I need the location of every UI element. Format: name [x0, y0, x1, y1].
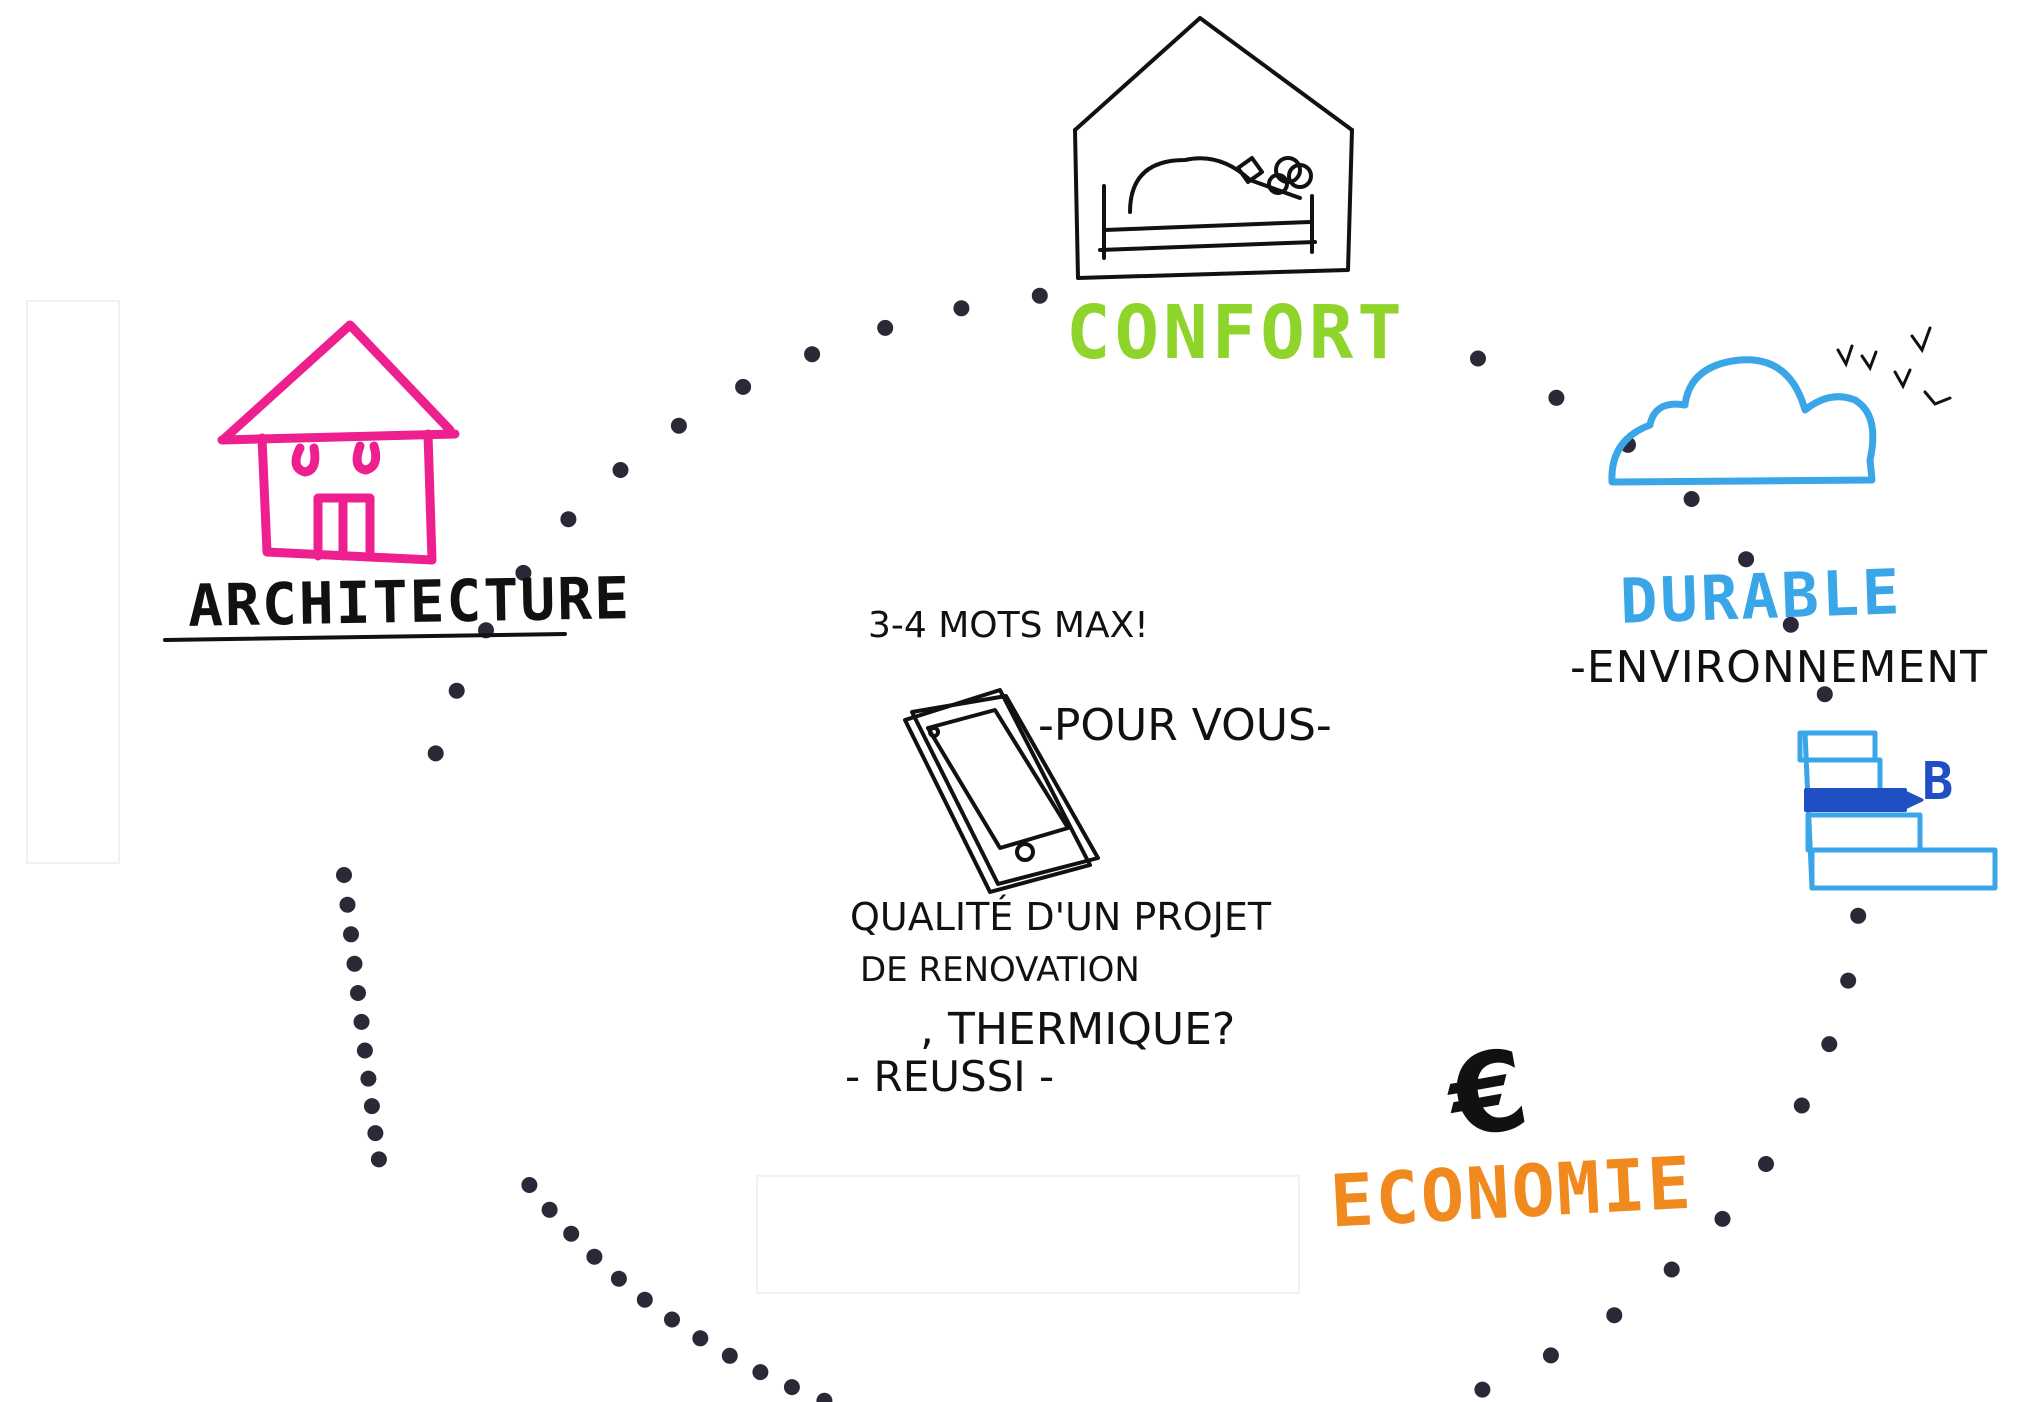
ticks-icon: [1836, 326, 1952, 406]
ring-dot: [692, 1330, 709, 1347]
smartphone-icon: [903, 688, 1100, 894]
house-icon: [217, 320, 460, 565]
dotted-cycle-ring: [336, 287, 1867, 1402]
ring-dot: [560, 511, 577, 528]
ring-dot: [1714, 1210, 1731, 1227]
ring-dot: [1470, 350, 1486, 367]
ring-dot: [636, 1291, 653, 1308]
ring-dot: [1782, 616, 1799, 633]
ring-dot: [1821, 1036, 1838, 1053]
ring-dot: [356, 1042, 373, 1059]
ring-dot: [752, 1364, 769, 1381]
ring-dot: [612, 462, 629, 478]
ring-dot: [1850, 907, 1867, 924]
ring-dot: [1474, 1381, 1491, 1398]
ring-dot: [1840, 972, 1857, 989]
ring-dot: [735, 378, 752, 395]
question-line-1: QUALITÉ D'UN PROJET: [850, 895, 1272, 939]
ring-dot: [664, 1311, 680, 1328]
ring-dot: [804, 346, 821, 363]
ring-dot: [721, 1347, 738, 1364]
ring-dot: [336, 867, 352, 883]
ring-dot: [350, 985, 366, 1001]
ring-dot: [427, 745, 444, 762]
ring-dot: [353, 1013, 370, 1030]
cloud-icon: [1608, 356, 1877, 486]
confort-label: CONFORT: [1066, 290, 1406, 376]
ring-dot: [343, 926, 359, 943]
ring-dot: [1542, 1347, 1559, 1364]
ring-dot: [1816, 686, 1833, 703]
question-line-3: , THERMIQUE?: [920, 1004, 1236, 1055]
ring-dot: [563, 1225, 580, 1242]
ring-dot: [1606, 1307, 1623, 1324]
architecture-underline: [163, 632, 567, 642]
bedroom-house-icon: [1073, 16, 1354, 280]
ring-dot: [370, 1151, 387, 1168]
ring-dot: [877, 319, 894, 336]
ring-dot: [448, 682, 465, 699]
ring-dot: [783, 1379, 800, 1396]
ring-dot: [1738, 551, 1755, 568]
ring-dot: [1663, 1261, 1680, 1278]
ring-dot: [816, 1392, 833, 1402]
ring-dot: [1758, 1156, 1774, 1172]
center-note: 3-4 MOTS MAX!: [868, 605, 1149, 646]
ring-dot: [339, 896, 356, 913]
environnement-label: -ENVIRONNEMENT: [1570, 642, 1989, 693]
ring-dot: [515, 564, 532, 581]
ring-dot: [1683, 491, 1700, 507]
ring-dot: [670, 417, 687, 434]
ring-dot: [610, 1270, 627, 1287]
durable-label: DURABLE: [1618, 555, 1904, 638]
ring-dot: [346, 955, 363, 972]
ring-dot: [586, 1248, 603, 1265]
ring-dot: [541, 1201, 558, 1218]
ring-dot: [367, 1125, 384, 1142]
ring-dot: [1793, 1097, 1810, 1114]
ring-dot: [953, 300, 970, 317]
background-frame-center: [756, 1175, 1300, 1294]
question-line-2: DE RENOVATION: [860, 950, 1140, 990]
ring-dot: [1548, 389, 1565, 406]
ring-dot: [521, 1177, 538, 1193]
ring-dot: [360, 1070, 377, 1087]
energy-label-icon: [1797, 730, 1998, 891]
energy-class-label: B: [1922, 752, 1956, 812]
architecture-label: ARCHITECTURE: [187, 564, 632, 640]
background-frame-left: [26, 300, 120, 864]
reussi-label: - REUSSI -: [845, 1052, 1055, 1101]
pour-vous-label: -POUR VOUS-: [1038, 700, 1332, 751]
ring-dot: [363, 1098, 380, 1115]
ring-dot: [1031, 287, 1048, 304]
